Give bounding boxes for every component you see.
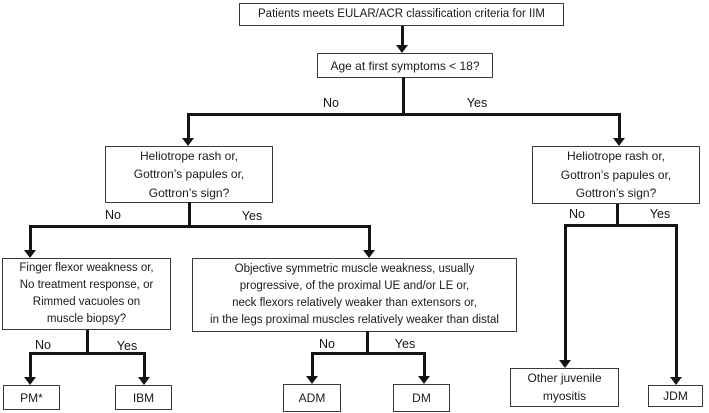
- edge-label-yes: Yes: [116, 339, 138, 353]
- node-text: Heliotrope rash or,: [139, 148, 239, 163]
- node-text: Other juvenile: [527, 371, 602, 386]
- arrow-down-icon: [306, 376, 318, 384]
- connector-weakness-no-drop: [311, 352, 314, 378]
- connector-helioleft-yes-drop: [368, 225, 371, 251]
- connector-age-no-drop: [187, 113, 190, 139]
- arrow-down-icon: [24, 377, 36, 385]
- node-text: Rimmed vacuoles on: [32, 296, 141, 308]
- connector-root-age: [401, 26, 404, 46]
- connector-weakness-branch: [311, 352, 425, 355]
- arrow-down-icon: [613, 138, 625, 146]
- connector-age-branch: [187, 113, 620, 116]
- node-text: DM: [412, 391, 431, 405]
- node-pm: PM*: [3, 385, 60, 410]
- node-text: ADM: [298, 391, 326, 405]
- node-text: Age at first symptoms < 18?: [330, 58, 480, 73]
- edge-label-yes: Yes: [466, 96, 488, 110]
- node-eular-acr-criteria: Patients meets EULAR/ACR classification …: [239, 3, 564, 26]
- node-text: Patients meets EULAR/ACR classification …: [258, 7, 545, 20]
- edge-label-no: No: [35, 338, 51, 352]
- edge-label-yes: Yes: [241, 209, 263, 223]
- node-text: muscle biopsy?: [46, 313, 127, 326]
- node-text: Gottron’s papules or,: [133, 167, 245, 182]
- connector-ibmcriteria-branch: [29, 352, 145, 355]
- node-text: in the legs proximal muscles relatively …: [210, 314, 499, 327]
- connector-age-stem: [402, 77, 405, 115]
- arrow-down-icon: [670, 377, 682, 385]
- node-heliotrope-left: Heliotrope rash or, Gottron’s papules or…: [105, 146, 273, 203]
- node-text: neck flexors relatively weaker than exte…: [232, 297, 477, 309]
- arrow-down-icon: [24, 250, 36, 258]
- arrow-down-icon: [363, 250, 375, 258]
- connector-ibmcriteria-yes-drop: [143, 352, 146, 378]
- arrow-down-icon: [138, 377, 150, 385]
- node-text: No treatment response, or: [19, 278, 154, 291]
- node-dm: DM: [393, 384, 450, 412]
- connector-helioright-branch: [564, 224, 677, 227]
- node-age-question: Age at first symptoms < 18?: [317, 53, 493, 78]
- connector-helioright-no-drop: [564, 224, 567, 361]
- node-ibm-criteria: Finger flexor weakness or, No treatment …: [2, 258, 171, 330]
- node-ibm: IBM: [115, 385, 172, 410]
- node-muscle-weakness: Objective symmetric muscle weakness, usu…: [192, 258, 517, 332]
- node-text: Heliotrope rash or,: [566, 149, 666, 164]
- node-text: myositis: [542, 388, 587, 403]
- edge-label-no: No: [319, 337, 335, 351]
- connector-weakness-yes-drop: [423, 352, 426, 378]
- edge-label-yes: Yes: [394, 337, 416, 351]
- node-text: IBM: [132, 390, 155, 405]
- node-text: Finger flexor weakness or,: [19, 261, 154, 274]
- edge-label-no: No: [569, 207, 585, 221]
- connector-helioright-yes-drop: [675, 224, 678, 378]
- edge-label-yes: Yes: [649, 207, 671, 221]
- edge-label-no: No: [105, 208, 121, 222]
- node-jdm: JDM: [648, 385, 703, 407]
- connector-weakness-stem: [366, 331, 369, 354]
- edge-label-no: No: [323, 96, 339, 110]
- node-text: Objective symmetric muscle weakness, usu…: [234, 262, 475, 275]
- node-text: Gottron’s sign?: [575, 186, 657, 201]
- connector-helioleft-no-drop: [29, 225, 32, 251]
- arrow-down-icon: [559, 360, 571, 368]
- node-text: progressive, of the proximal UE and/or L…: [239, 279, 470, 292]
- connector-helioleft-stem: [188, 202, 191, 228]
- node-other-juvenile-myositis: Other juvenile myositis: [510, 368, 619, 407]
- node-text: Gottron’s sign?: [148, 185, 230, 200]
- arrow-down-icon: [418, 376, 430, 384]
- node-adm: ADM: [283, 384, 341, 412]
- connector-ibmcriteria-no-drop: [29, 352, 32, 378]
- arrow-down-icon: [396, 45, 408, 53]
- node-heliotrope-right: Heliotrope rash or, Gottron’s papules or…: [532, 146, 700, 204]
- node-text: PM*: [20, 390, 43, 405]
- node-text: JDM: [663, 389, 688, 403]
- connector-ibmcriteria-stem: [86, 330, 89, 355]
- connector-helioleft-branch: [29, 225, 370, 228]
- node-text: Gottron’s papules or,: [560, 167, 672, 182]
- arrow-down-icon: [182, 138, 194, 146]
- connector-helioright-stem: [616, 204, 619, 226]
- connector-age-yes-drop: [618, 113, 621, 139]
